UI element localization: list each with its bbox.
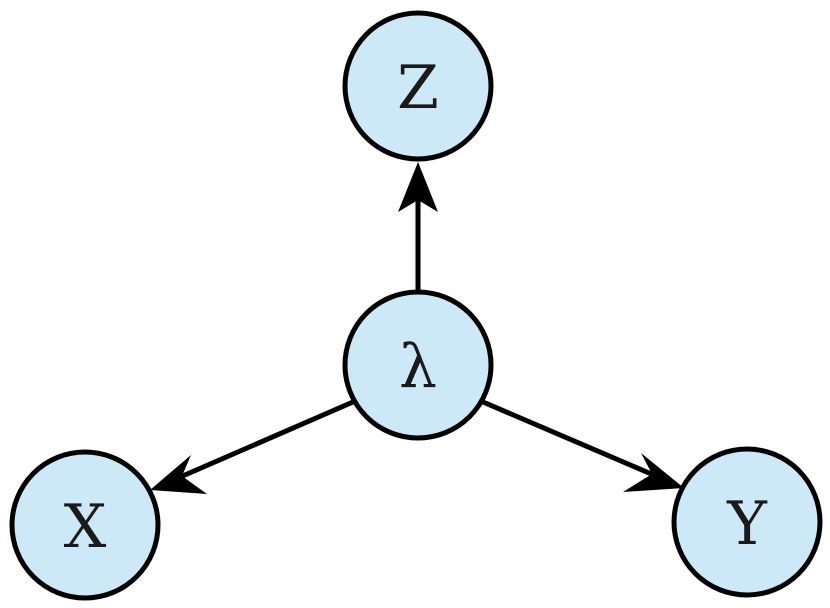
- arrow-head-z: [398, 162, 438, 212]
- edges: [150, 162, 684, 494]
- node-z: Z: [342, 10, 494, 162]
- node-x-label: X: [64, 492, 107, 562]
- node-y-circle: [671, 446, 823, 598]
- arrow-head-x: [150, 455, 207, 494]
- node-lambda-circle: [342, 289, 494, 441]
- arrow-head-y: [623, 453, 684, 492]
- edge-line-lambda-x: [177, 399, 354, 481]
- node-x-circle: [9, 449, 161, 601]
- edge-lambda-to-x: [150, 399, 354, 494]
- node-x: X: [9, 449, 161, 601]
- node-z-label: Z: [397, 53, 439, 123]
- node-lambda: λ: [342, 289, 494, 441]
- node-lambda-label: λ: [399, 332, 437, 402]
- edge-line-lambda-y: [482, 399, 657, 479]
- node-y: Y: [671, 446, 823, 598]
- node-y-label: Y: [726, 489, 768, 559]
- edge-lambda-to-y: [482, 399, 684, 492]
- node-z-circle: [342, 10, 494, 162]
- edge-lambda-to-z: [398, 162, 438, 292]
